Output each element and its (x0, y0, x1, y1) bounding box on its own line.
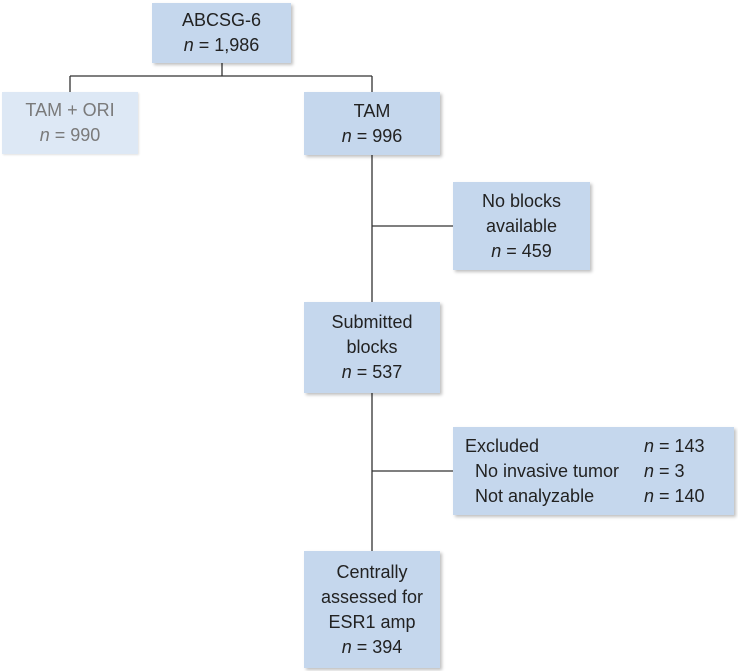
excluded-row-total-label: Excluded (465, 435, 540, 456)
box-tam: TAM n = 996 (304, 92, 440, 155)
box-assessed-line2: assessed for (320, 586, 424, 607)
box-tam-count: n = 996 (341, 125, 403, 146)
excluded-row-no-invasive-count: n = 3 (644, 460, 685, 481)
box-assessed-line3: ESR1 amp (328, 611, 416, 632)
box-no-blocks: No blocks available n = 459 (453, 182, 590, 270)
box-no-blocks-count: n = 459 (491, 240, 552, 261)
box-tam-ori: TAM + ORI n = 990 (2, 92, 138, 154)
box-assessed-count: n = 394 (341, 636, 403, 657)
box-tam-title: TAM (353, 100, 391, 121)
excluded-row-not-analyzable-label: Not analyzable (475, 485, 595, 506)
excluded-row-not-analyzable-count: n = 140 (644, 485, 705, 506)
box-submitted-count: n = 537 (341, 362, 403, 382)
box-assessed-line1: Centrally (336, 561, 408, 582)
box-abcsg6: ABCSG-6 n = 1,986 (152, 3, 291, 63)
box-abcsg6-title: ABCSG-6 (181, 10, 262, 30)
box-excluded: Excluded n = 143 No invasive tumor n = 3… (453, 427, 734, 515)
box-tam-ori-count: n = 990 (39, 125, 101, 145)
excluded-row-total-count: n = 143 (644, 435, 705, 456)
box-submitted-line1: Submitted (331, 312, 413, 332)
excluded-row-no-invasive-label: No invasive tumor (475, 460, 620, 481)
box-no-blocks-line1: No blocks (481, 190, 562, 211)
box-abcsg6-count: n = 1,986 (183, 35, 260, 55)
box-no-blocks-line2: available (485, 215, 558, 236)
box-tam-ori-title: TAM + ORI (25, 100, 115, 120)
excluded-row-not-analyzable: Not analyzable n = 140 (465, 484, 722, 509)
box-submitted: Submitted blocks n = 537 (304, 302, 440, 393)
excluded-row-total: Excluded n = 143 (465, 434, 722, 459)
box-submitted-line2: blocks (346, 337, 398, 357)
excluded-row-no-invasive: No invasive tumor n = 3 (465, 459, 722, 484)
box-assessed: Centrally assessed for ESR1 amp n = 394 (304, 551, 440, 668)
